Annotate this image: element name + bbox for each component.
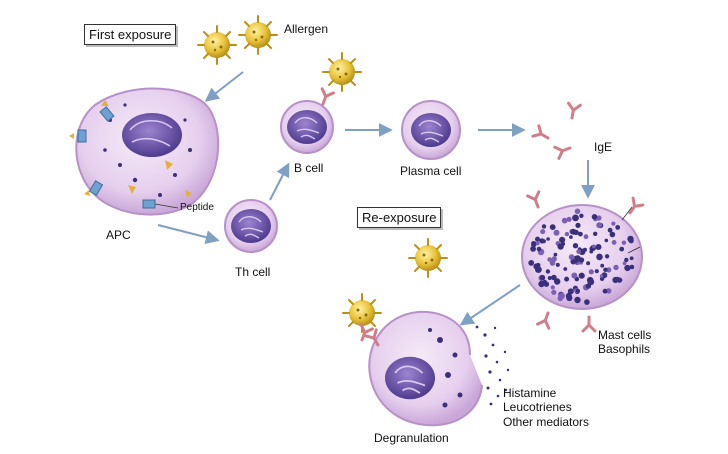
- mediator-item: Other mediators: [503, 414, 590, 429]
- mast-cell: [521, 190, 645, 333]
- released-mediators: [475, 325, 510, 406]
- ige-antibodies: [531, 101, 582, 160]
- plasma-cell-label: Plasma cell: [400, 164, 462, 178]
- plasma-cell: [401, 100, 461, 160]
- degranulating-cell: [354, 310, 510, 427]
- mast-cell-label-group: Mast cells Basophils: [598, 328, 651, 357]
- peptide-label: Peptide: [180, 202, 214, 213]
- allergen-icon: [408, 238, 448, 278]
- basophils-label: Basophils: [598, 342, 651, 357]
- mediator-item: Histamine: [503, 386, 557, 400]
- allergen-icon: [197, 25, 237, 65]
- process-arrows: [157, 71, 595, 326]
- b-cell: [280, 87, 335, 154]
- b-cell-label: B cell: [294, 161, 324, 175]
- apc-label: APC: [106, 228, 131, 242]
- ige-label: IgE: [594, 140, 613, 154]
- mast-cell-granules: [528, 208, 635, 305]
- allergen-label: Allergen: [284, 22, 329, 36]
- first-exposure-label: First exposure: [84, 24, 177, 45]
- mediators-list: Histamine Leucotrienes Other mediators: [503, 386, 589, 429]
- mediator-item: Leucotrienes: [503, 400, 572, 415]
- apc-cell: [69, 87, 220, 216]
- re-exposure-label: Re-exposure: [357, 207, 442, 228]
- degranulation-label: Degranulation: [374, 431, 449, 445]
- allergen-icon: [238, 15, 278, 55]
- th-cell: [224, 199, 278, 253]
- th-cell-label: Th cell: [235, 265, 271, 279]
- allergen-icon: [322, 52, 362, 92]
- mast-cells-label: Mast cells: [598, 328, 652, 342]
